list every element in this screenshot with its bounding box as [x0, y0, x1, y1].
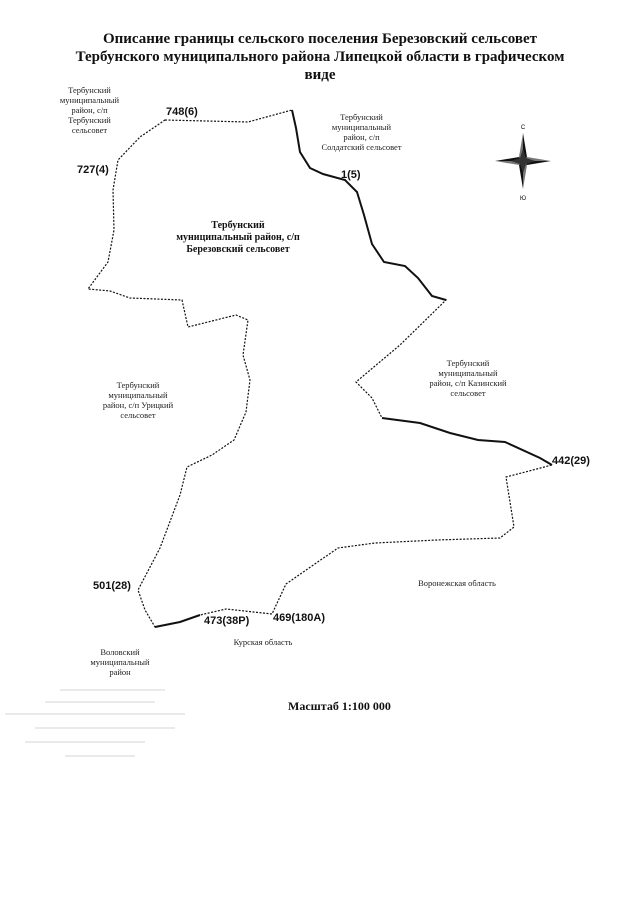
- map-title: Описание границы сельского поселения Бер…: [40, 30, 600, 84]
- compass-south-label: Ю: [520, 196, 526, 202]
- title-line-2: Тербунского муниципального района Липецк…: [75, 49, 565, 65]
- compass-rose: С Ю: [495, 125, 551, 202]
- point-501-label: 501(28): [93, 580, 131, 592]
- faded-scan-artifact: [5, 689, 185, 757]
- point-469-label: 469(180А): [273, 612, 325, 624]
- region-kursk-label: Курская область: [233, 637, 293, 647]
- point-1-label: 1(5): [341, 169, 361, 181]
- region-voronezh-label: Воронежская область: [418, 578, 496, 588]
- title-line-1: Описание границы сельского поселения Бер…: [102, 31, 538, 47]
- point-442-label: 442(29): [552, 455, 590, 467]
- title-line-3: виде: [304, 67, 336, 83]
- map-scale: Масштаб 1:100 000: [288, 699, 391, 713]
- boundary-river-north: [291, 109, 447, 301]
- point-748-label: 748(6): [166, 106, 198, 118]
- boundary-river-east: [381, 417, 553, 466]
- point-473-label: 473(38Р): [204, 615, 250, 627]
- compass-north-label: С: [521, 125, 526, 131]
- boundary-river-south: [154, 614, 201, 628]
- point-727-label: 727(4): [77, 164, 109, 176]
